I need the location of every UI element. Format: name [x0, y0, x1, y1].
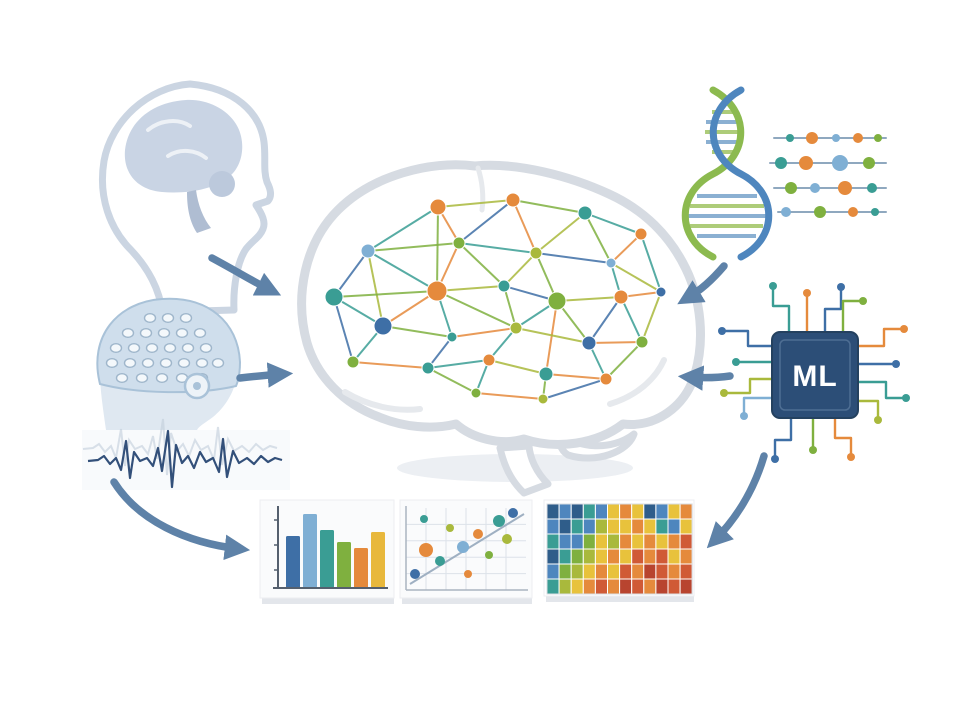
heatmap-cells	[546, 503, 693, 595]
network-edges-layer	[333, 199, 662, 400]
ml-chip-body	[771, 331, 859, 419]
eeg-waveform-trace	[87, 429, 283, 489]
arrow-eeg-to-charts	[110, 478, 251, 560]
dna-helix-icon	[681, 86, 773, 261]
results-charts	[259, 499, 695, 604]
bar-chart-bars	[286, 514, 385, 588]
results-bar-chart	[273, 506, 388, 589]
ml-chip-label: ML	[792, 360, 837, 393]
results-heatmap	[546, 503, 693, 595]
ml-chip-icon: ML	[718, 282, 910, 463]
brainstem	[496, 442, 552, 497]
arrow-dna-to-brain	[677, 262, 728, 305]
eeg-electrodes-layer	[105, 313, 225, 384]
brain-outline-path	[297, 160, 705, 449]
cerebellum-inside-head	[209, 171, 235, 197]
dna-sequence-tracks-layer	[769, 132, 887, 218]
dna-strand-blue	[709, 86, 773, 261]
arrow-eeg-to-brain	[236, 362, 294, 388]
results-scatter-chart	[405, 506, 528, 591]
arrow-ml-to-brain	[677, 365, 734, 391]
dna-strand-green	[681, 86, 745, 261]
network-nodes-layer	[324, 192, 667, 405]
arrow-ml-to-charts	[706, 452, 768, 549]
head-brain-icon	[98, 80, 274, 316]
ml-traces-layer	[718, 282, 910, 463]
brain-network-icon	[297, 160, 705, 497]
arrow-head-to-brain	[208, 254, 282, 296]
brain-inside-head	[124, 99, 243, 193]
dna-rungs	[688, 110, 766, 238]
flow-arrows	[110, 254, 768, 560]
scatter-points	[410, 508, 518, 579]
brainstem-inside-head	[187, 190, 211, 233]
eeg-cap-icon	[96, 297, 242, 430]
eeg-waveform-echo	[82, 418, 278, 476]
